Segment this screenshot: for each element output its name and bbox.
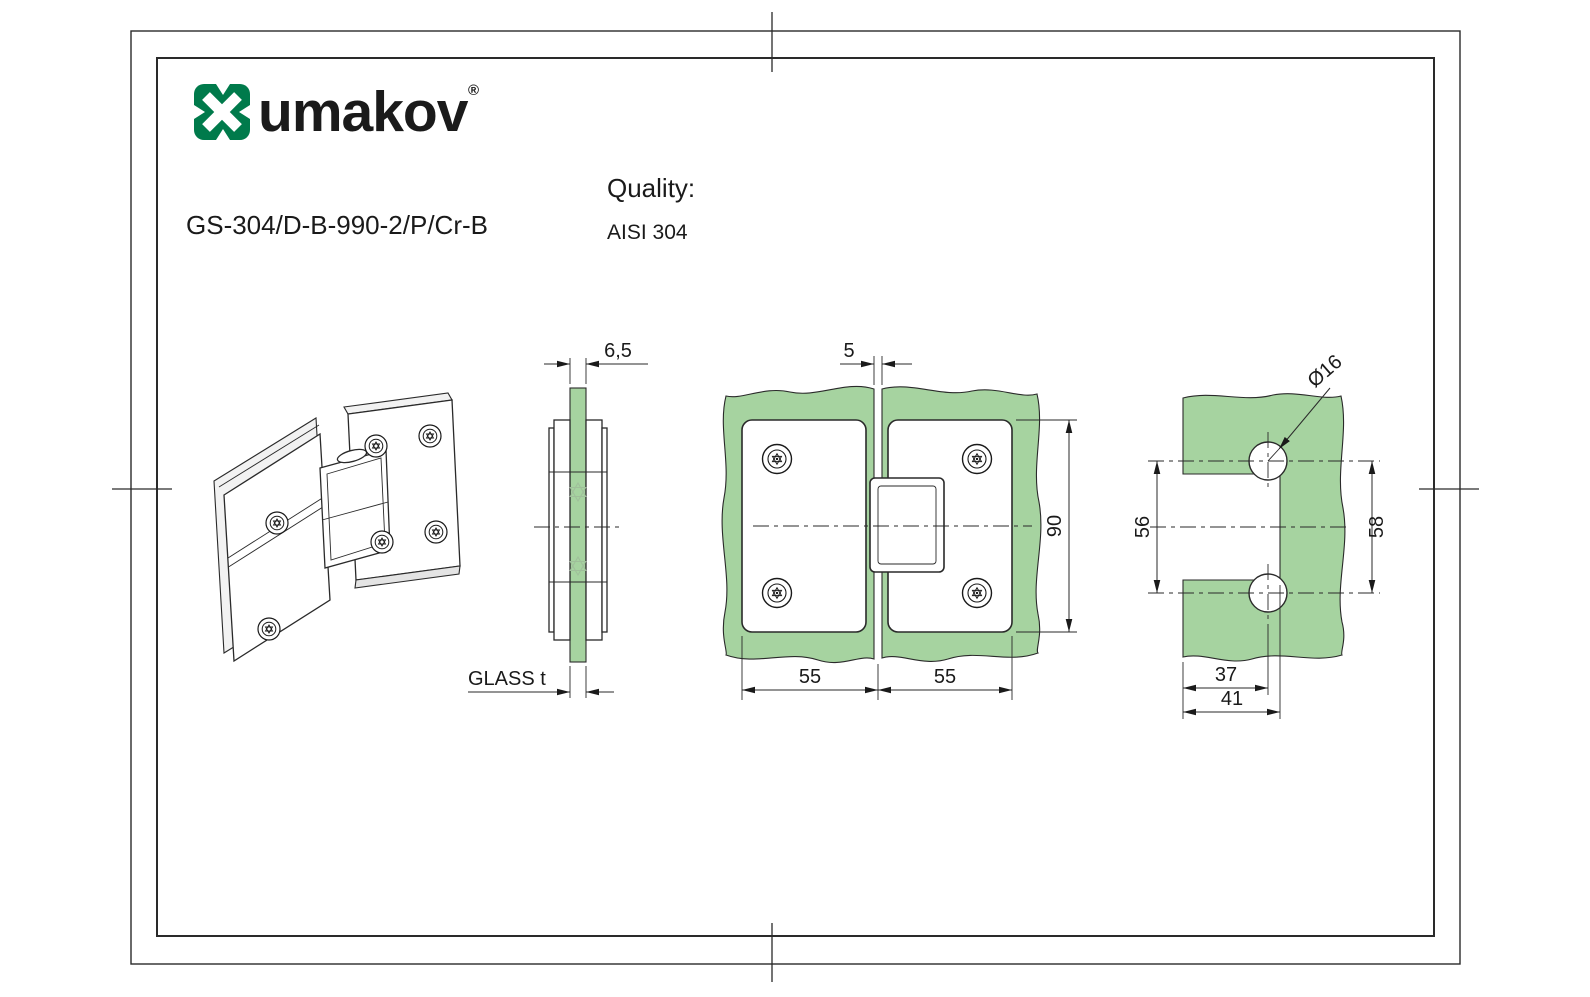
dimension-height: 90 [1016, 419, 1077, 633]
dim-hole-diameter-value: Ø16 [1304, 351, 1347, 392]
torx-screw [961, 443, 993, 475]
glass-pane-template [1182, 393, 1346, 662]
dim-height-value: 90 [1044, 515, 1066, 537]
dimension-plate-widths: 55 55 [741, 636, 1013, 700]
dimension-gap: 5 [840, 340, 912, 385]
brand-logo: umakov ® [194, 80, 479, 144]
torx-screw [364, 434, 388, 458]
dimension-hole-center-offset: 37 [1182, 624, 1269, 719]
dimension-hole-span-left: 56 [1132, 461, 1161, 593]
torx-screw [257, 617, 281, 641]
drilling-template-view: Ø16 56 58 37 41 [1132, 351, 1388, 719]
brand-name: umakov [258, 80, 469, 144]
outer-plate-right [601, 427, 608, 633]
side-view: 6,5 GLASS t [468, 340, 648, 698]
torx-screw [761, 577, 793, 609]
dim-hole-center-value: 37 [1215, 664, 1237, 686]
glass-t-label: GLASS t [468, 668, 546, 690]
torx-screw [424, 520, 448, 544]
torx-screw [418, 424, 442, 448]
dimension-hole-span-right: 58 [1366, 461, 1388, 593]
torx-screw [265, 511, 289, 535]
title-block: GS-304/D-B-990-2/P/Cr-B Quality: AISI 30… [186, 173, 695, 244]
dimension-glass-t: GLASS t [468, 666, 614, 698]
front-view: 5 90 55 55 [721, 340, 1077, 700]
quality-value: AISI 304 [607, 221, 688, 244]
dim-left-span-value: 56 [1132, 516, 1154, 538]
dimension-cutout-depth: 41 [1183, 585, 1281, 719]
quality-label: Quality: [607, 173, 695, 203]
left-hinge-plate [223, 432, 331, 663]
outer-plate-left [548, 427, 555, 633]
dimension-glass-thickness: 6,5 [544, 340, 648, 384]
dim-cutout-depth-value: 41 [1221, 688, 1243, 710]
isometric-view [213, 392, 461, 663]
drawing-frame [112, 12, 1479, 982]
dim-glass-thickness-value: 6,5 [604, 340, 632, 362]
torx-screw [961, 577, 993, 609]
umakov-logo-icon [194, 84, 250, 140]
torx-screw [761, 443, 793, 475]
dim-left-width-value: 55 [799, 666, 821, 688]
torx-screw [370, 530, 394, 554]
clamp-plate-right [585, 419, 603, 641]
product-code: GS-304/D-B-990-2/P/Cr-B [186, 210, 488, 240]
glass-pane-edge [569, 387, 587, 663]
right-plate-bottom-edge [354, 565, 461, 589]
dim-right-width-value: 55 [934, 666, 956, 688]
hinge-knuckle-front [869, 477, 945, 573]
dim-right-span-value: 58 [1366, 516, 1388, 538]
registered-trademark: ® [468, 82, 479, 99]
clamp-plate-left [553, 419, 571, 641]
dim-gap-value: 5 [843, 340, 854, 362]
